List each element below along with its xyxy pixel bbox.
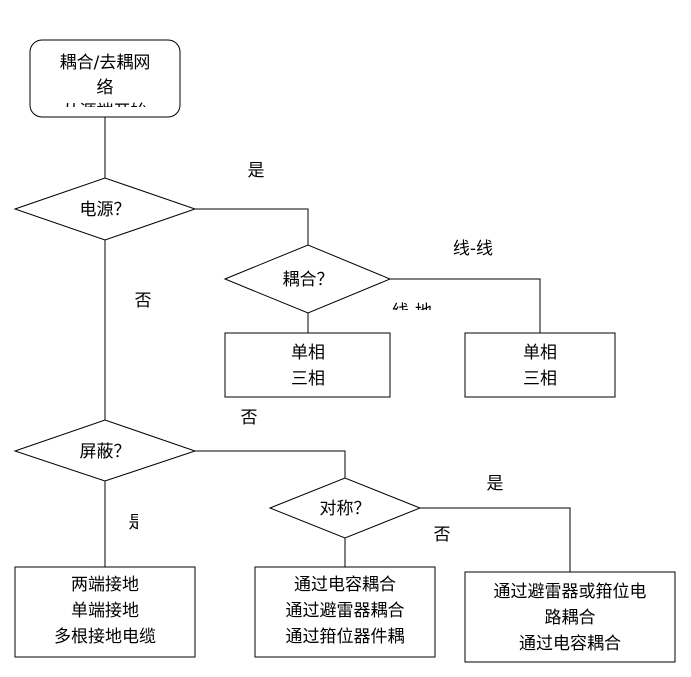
decision-shield-label: 屏蔽？	[80, 442, 131, 462]
box-symmetric-yes-line2: 路耦合	[545, 608, 596, 628]
label-coupling-line-ground: 线-地	[392, 302, 432, 322]
start-label-clipped: 从源端开始	[63, 102, 148, 122]
label-shield-yes: 是	[129, 513, 146, 533]
decision-coupling	[223, 244, 392, 314]
connector-power-yes	[195, 208, 309, 245]
box-symmetric-no-line3: 通过箝位器件耦	[286, 627, 405, 647]
box-shield-line2: 单端接地	[71, 601, 139, 621]
box-phase-left	[224, 332, 391, 398]
box-shield-options	[14, 566, 196, 658]
decision-symmetric	[268, 477, 422, 539]
box-symmetric-yes-line3: 通过电容耦合	[519, 634, 621, 654]
connector-shield-yes	[195, 450, 346, 478]
label-coupling-no: 否	[241, 408, 258, 428]
start-label-line2: 络	[97, 78, 114, 98]
label-power-no: 否	[135, 291, 152, 311]
box-symmetric-yes-options	[464, 571, 676, 663]
decision-power	[13, 177, 197, 241]
label-power-yes: 是	[248, 161, 265, 181]
box-phase-right-line2: 三相	[523, 369, 557, 389]
box-symmetric-no-line2: 通过避雷器耦合	[286, 601, 405, 621]
connector-coupling-right	[390, 278, 541, 333]
decision-power-label: 电源？	[80, 200, 131, 220]
label-coupling-line-line: 线-线	[453, 239, 493, 259]
start-label-line1: 耦合/去耦网	[60, 53, 151, 73]
box-symmetric-no-line1: 通过电容耦合	[294, 575, 396, 595]
label-symmetric-no: 否	[434, 525, 451, 545]
decision-shield	[13, 419, 197, 482]
label-symmetric-yes: 是	[487, 474, 504, 494]
box-phase-left-line2: 三相	[291, 369, 325, 389]
box-symmetric-no-options	[254, 566, 436, 658]
decision-symmetric-label: 对称？	[320, 499, 371, 519]
start-node	[29, 39, 181, 118]
box-shield-line1: 两端接地	[71, 575, 139, 595]
box-shield-line3: 多根接地电缆	[54, 627, 156, 647]
decision-coupling-label: 耦合？	[283, 270, 334, 290]
box-symmetric-yes-line1: 通过避雷器或箝位电	[494, 582, 647, 602]
connector-symmetric-yes	[420, 507, 571, 572]
box-phase-left-line1: 单相	[291, 343, 325, 363]
box-phase-right	[464, 332, 616, 398]
box-phase-right-line1: 单相	[523, 343, 557, 363]
